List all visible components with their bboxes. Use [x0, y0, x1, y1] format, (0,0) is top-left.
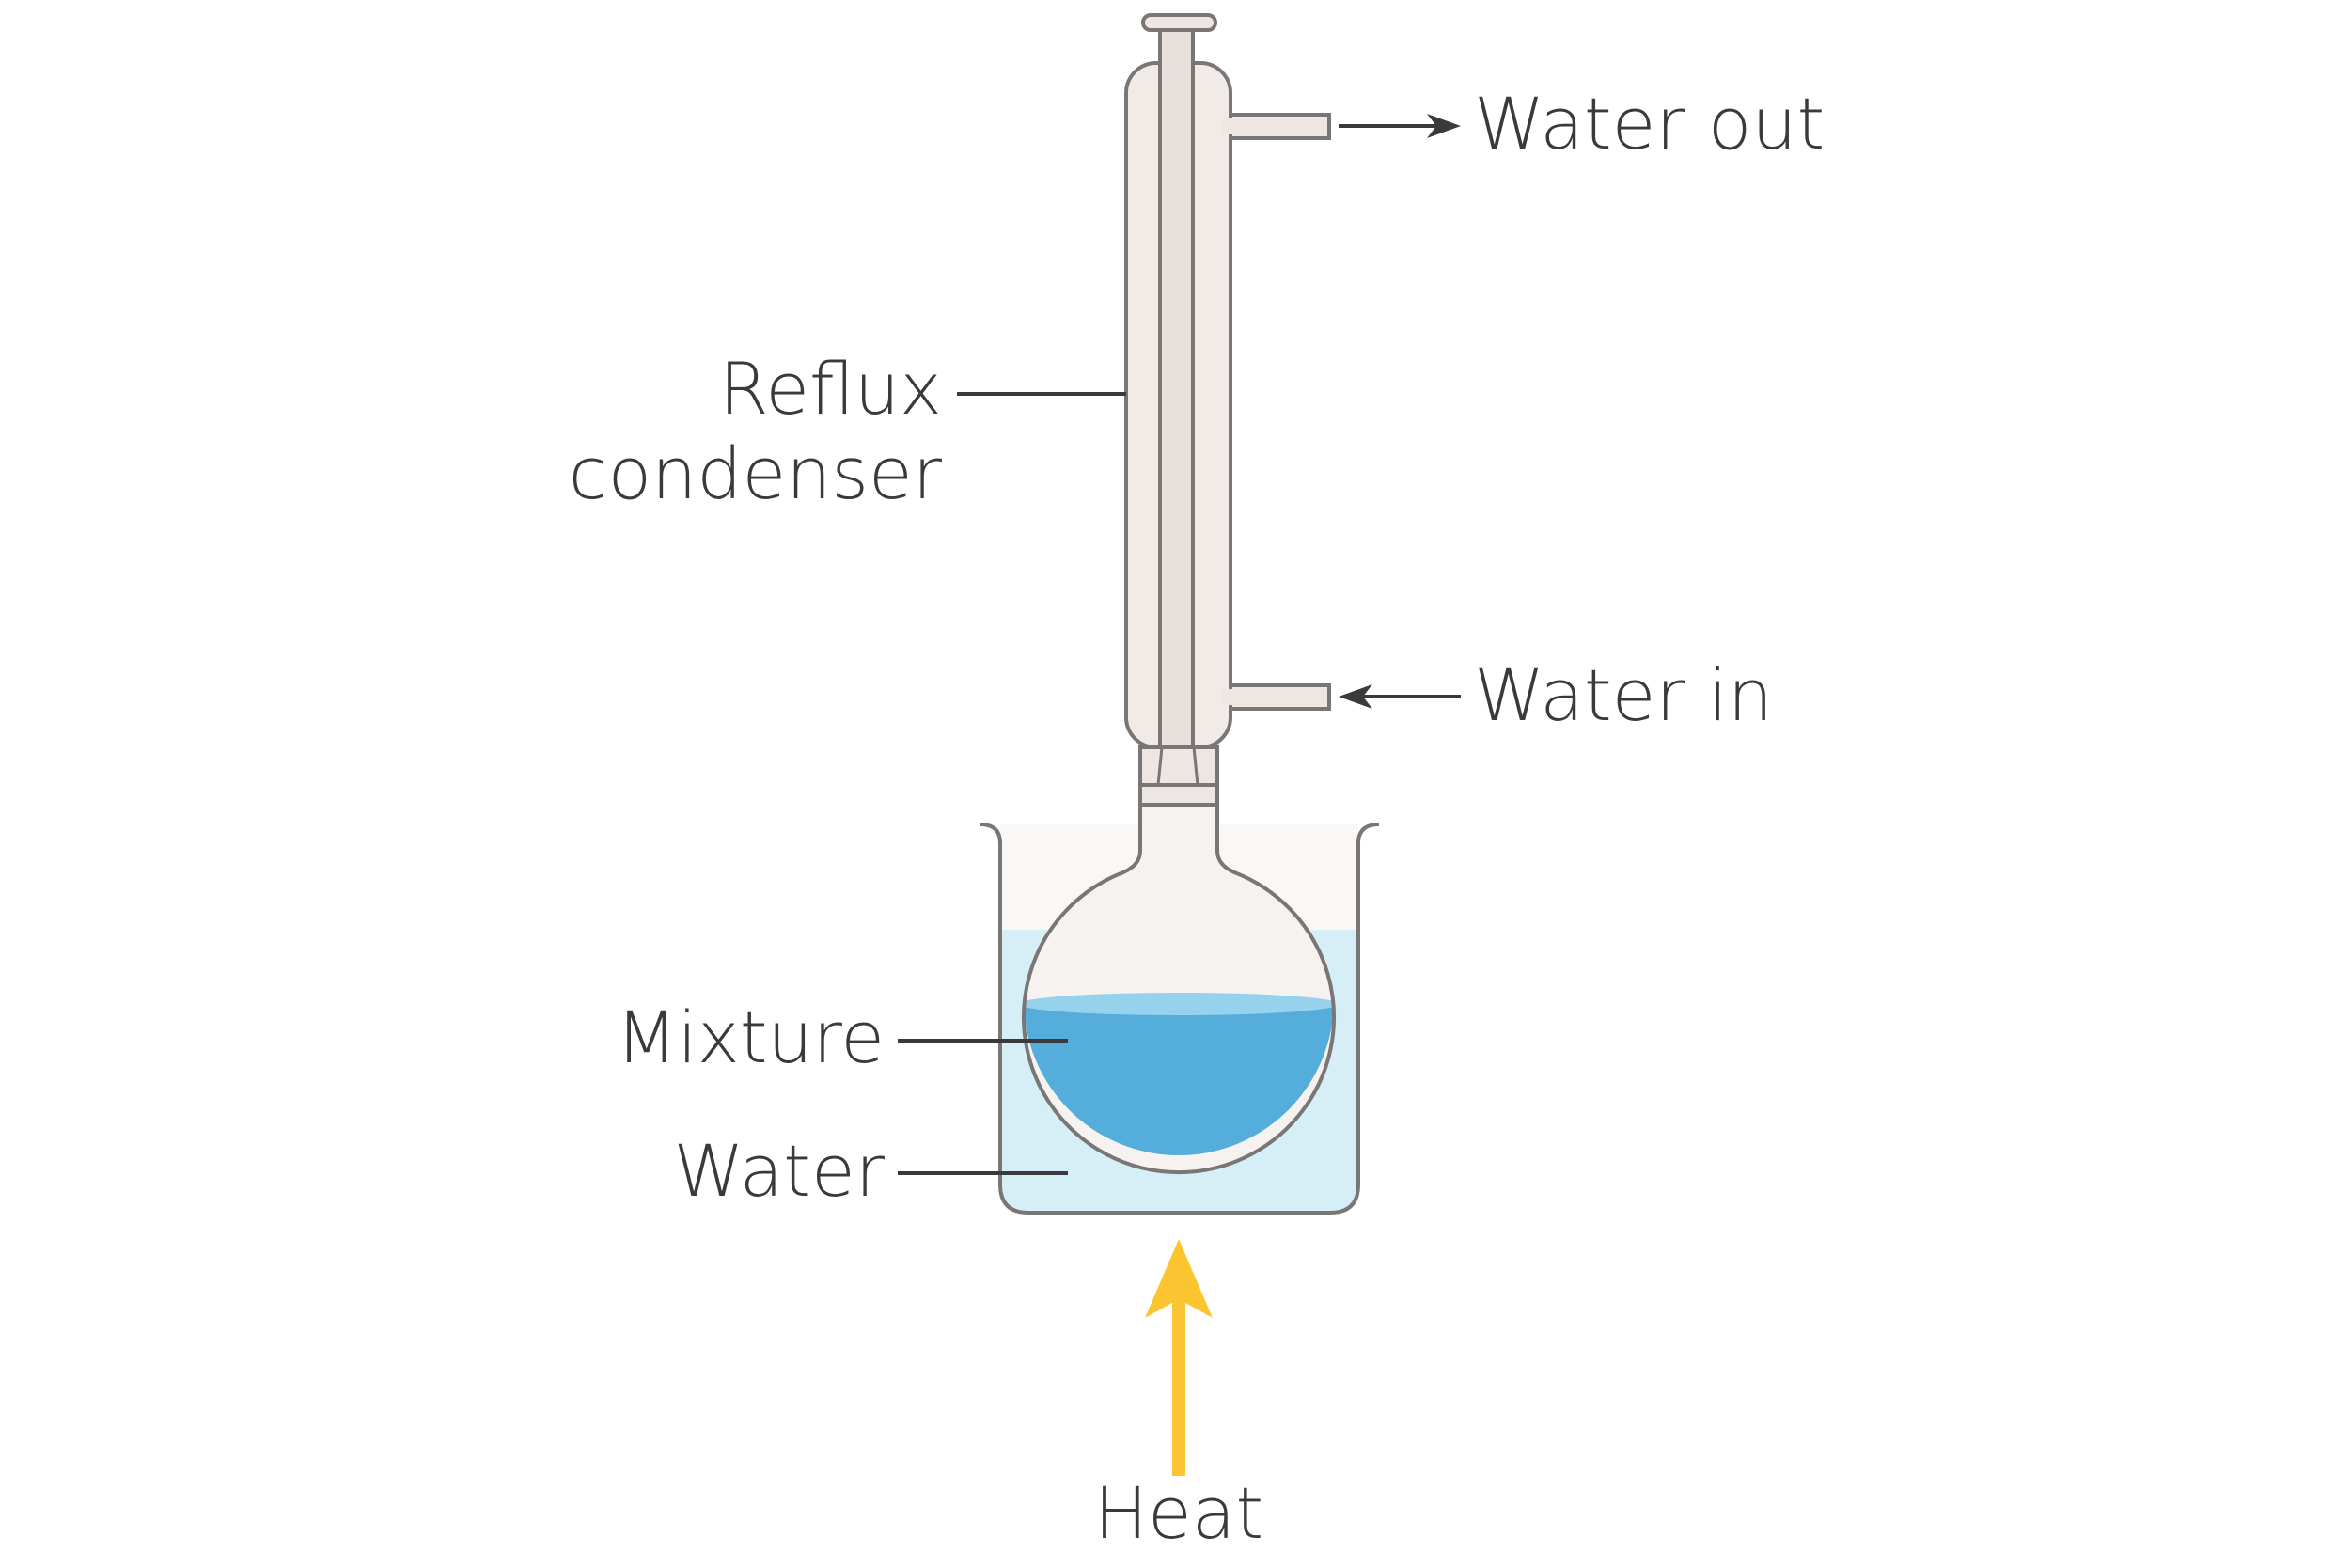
water-out-arrow	[1339, 114, 1461, 138]
inner-tube	[1158, 26, 1195, 749]
water-in-arm	[1220, 683, 1331, 711]
heat-arrow	[1145, 1239, 1213, 1476]
reflux-condenser	[1124, 13, 1331, 749]
label-reflux: Reflux	[719, 347, 942, 431]
label-mixture: Mixture	[616, 996, 885, 1079]
condenser-cap	[1141, 13, 1217, 32]
label-water: Water	[673, 1129, 885, 1213]
label-water-in: Water in	[1474, 653, 1773, 737]
water-in-arrow	[1339, 684, 1461, 709]
label-heat: Heat	[1094, 1471, 1263, 1555]
ground-glass-joint	[1138, 745, 1219, 807]
label-condenser: condenser	[569, 431, 943, 515]
round-bottom-flask	[1022, 805, 1336, 1175]
water-out-arm	[1220, 113, 1331, 140]
label-water-out: Water out	[1474, 82, 1825, 165]
